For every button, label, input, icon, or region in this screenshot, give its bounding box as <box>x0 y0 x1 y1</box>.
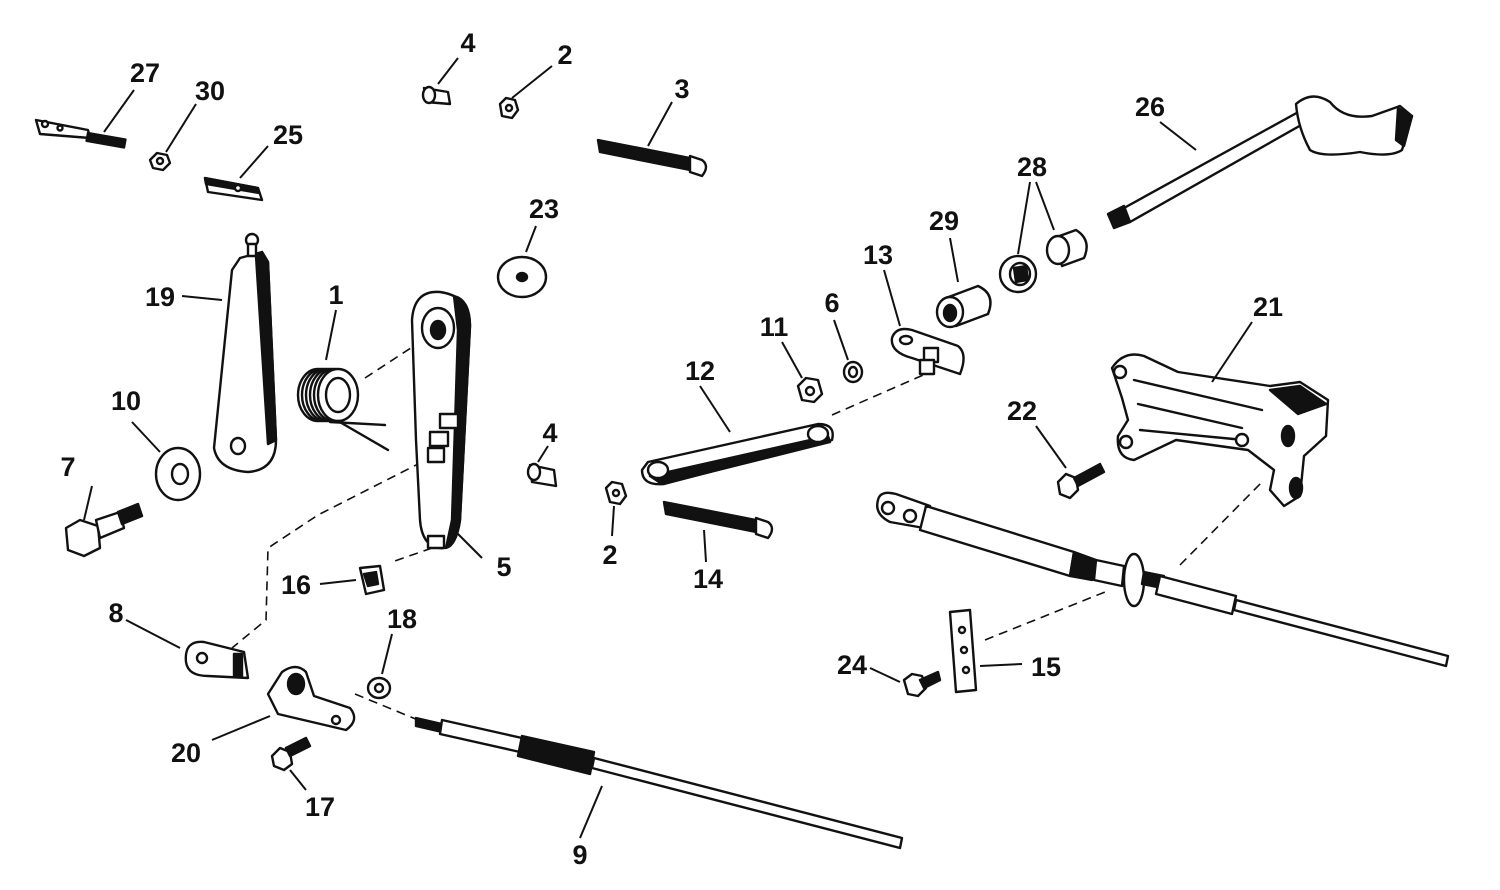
part-8-clevis <box>184 640 250 680</box>
part-1-torsion-spring <box>296 367 390 452</box>
callout-8: 8 <box>108 598 123 628</box>
callout-14: 14 <box>693 564 723 594</box>
callout-11: 11 <box>760 312 789 342</box>
callout-21: 21 <box>1253 292 1283 322</box>
part-21-bracket <box>1110 353 1330 508</box>
callout-18: 18 <box>387 604 417 634</box>
part-24-bolt <box>902 670 942 698</box>
callout-15: 15 <box>1031 652 1061 682</box>
callout-30: 30 <box>195 76 225 106</box>
part-11-nut <box>796 376 824 404</box>
part-4-bushing-middle <box>526 462 558 488</box>
part-cable-assembly-right <box>876 491 1450 668</box>
part-29-spacer <box>935 284 992 329</box>
part-14-screw <box>662 500 774 540</box>
callout-23: 23 <box>529 194 559 224</box>
part-26-shaft-with-cam <box>1106 95 1414 230</box>
callout-6: 5 <box>496 552 511 582</box>
callout-27: 27 <box>130 58 160 88</box>
part-25-link-block <box>203 176 264 202</box>
part-15-plate <box>948 608 978 694</box>
assembly-guide-lines <box>231 341 1263 721</box>
part-2-nut-middle <box>604 480 628 506</box>
callout-3: 3 <box>674 74 689 104</box>
callout-13: 13 <box>863 240 893 270</box>
callout-22: 22 <box>1007 396 1037 426</box>
part-22-bolt <box>1056 462 1106 500</box>
callout-16: 16 <box>281 570 311 600</box>
callout-29: 29 <box>929 206 959 236</box>
part-9-cable <box>414 716 904 850</box>
part-23-washer <box>496 255 548 299</box>
callout-25: 25 <box>273 120 303 150</box>
part-28-flanged-bushing-left <box>998 254 1038 294</box>
leader-lines <box>83 57 1253 839</box>
callout-12: 12 <box>685 356 715 386</box>
part-12-link-rod <box>640 422 834 486</box>
callout-7: 7 <box>60 452 75 482</box>
callout-2-top: 2 <box>557 40 572 70</box>
part-27-clevis-stud <box>34 118 127 149</box>
callout-10: 10 <box>111 386 141 416</box>
part-28-flanged-bushing-right <box>1045 228 1088 268</box>
callout-28: 28 <box>1017 152 1047 182</box>
callout-5: 6 <box>824 288 839 318</box>
part-10-washer <box>154 446 202 502</box>
callout-17: 17 <box>305 792 335 822</box>
part-19-lever <box>212 232 278 474</box>
callout-20: 20 <box>171 738 201 768</box>
callout-4-top: 4 <box>460 28 475 58</box>
part-2-nut-top <box>498 96 520 120</box>
part-6-lever-arm <box>410 290 472 550</box>
part-5-washer <box>842 360 864 384</box>
callout-4-middle: 4 <box>542 418 557 448</box>
callout-26: 26 <box>1135 92 1165 122</box>
part-3-screw <box>596 138 708 178</box>
callout-24: 24 <box>837 650 867 680</box>
part-13-link-plate <box>890 327 965 376</box>
callout-19: 19 <box>145 282 175 312</box>
part-20-cable-clamp <box>266 665 356 732</box>
callout-1: 1 <box>328 280 343 310</box>
callout-labels: 27 30 25 4 2 3 23 19 1 10 7 5 16 4 2 14 … <box>60 28 1283 870</box>
part-7-shoulder-bolt <box>64 502 144 558</box>
callout-2-middle: 2 <box>602 540 617 570</box>
callout-9: 9 <box>572 840 587 870</box>
part-17-screw <box>270 736 312 772</box>
part-30-nut <box>148 151 172 172</box>
part-4-bushing-top <box>421 85 452 106</box>
part-16-clip <box>358 564 386 596</box>
part-18-washer <box>366 676 392 700</box>
